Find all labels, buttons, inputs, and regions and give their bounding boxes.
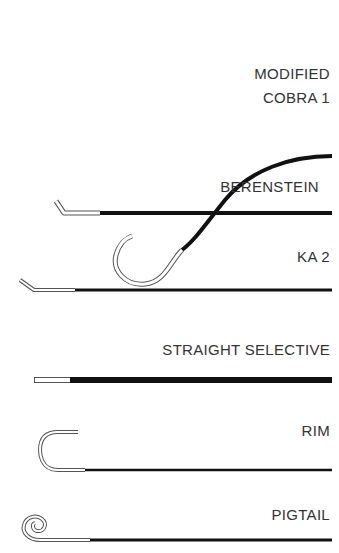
catheter-tip — [40, 432, 85, 470]
catheter-shaft — [100, 211, 332, 215]
catheter-shaft — [75, 289, 332, 292]
catheter-shaft — [182, 156, 332, 250]
catheter-tip — [56, 201, 100, 213]
catheter-shaft — [85, 469, 332, 472]
catheter-name: PIGTAIL — [271, 503, 330, 527]
catheter-tip — [35, 378, 70, 382]
catheter-tip — [115, 236, 182, 284]
catheter-tip — [24, 517, 90, 540]
catheter-tip — [40, 432, 85, 470]
catheter-tip — [20, 280, 75, 290]
catheter-tip — [115, 236, 182, 284]
catheter-name: STRAIGHT SELECTIVE — [162, 338, 330, 362]
catheter-shaft — [70, 377, 332, 383]
catheter-shaft — [90, 539, 332, 542]
catheter-name: RIM — [302, 419, 330, 443]
catheter-name: BERENSTEIN — [220, 175, 319, 199]
catheter-tip — [24, 517, 90, 540]
catheter-tip — [34, 377, 70, 383]
catheter-name: MODIFIED COBRA 1 — [210, 62, 330, 110]
catheter-name: KA 2 — [297, 245, 330, 269]
catheter-tip — [20, 280, 75, 290]
catheter-tip — [56, 201, 100, 213]
